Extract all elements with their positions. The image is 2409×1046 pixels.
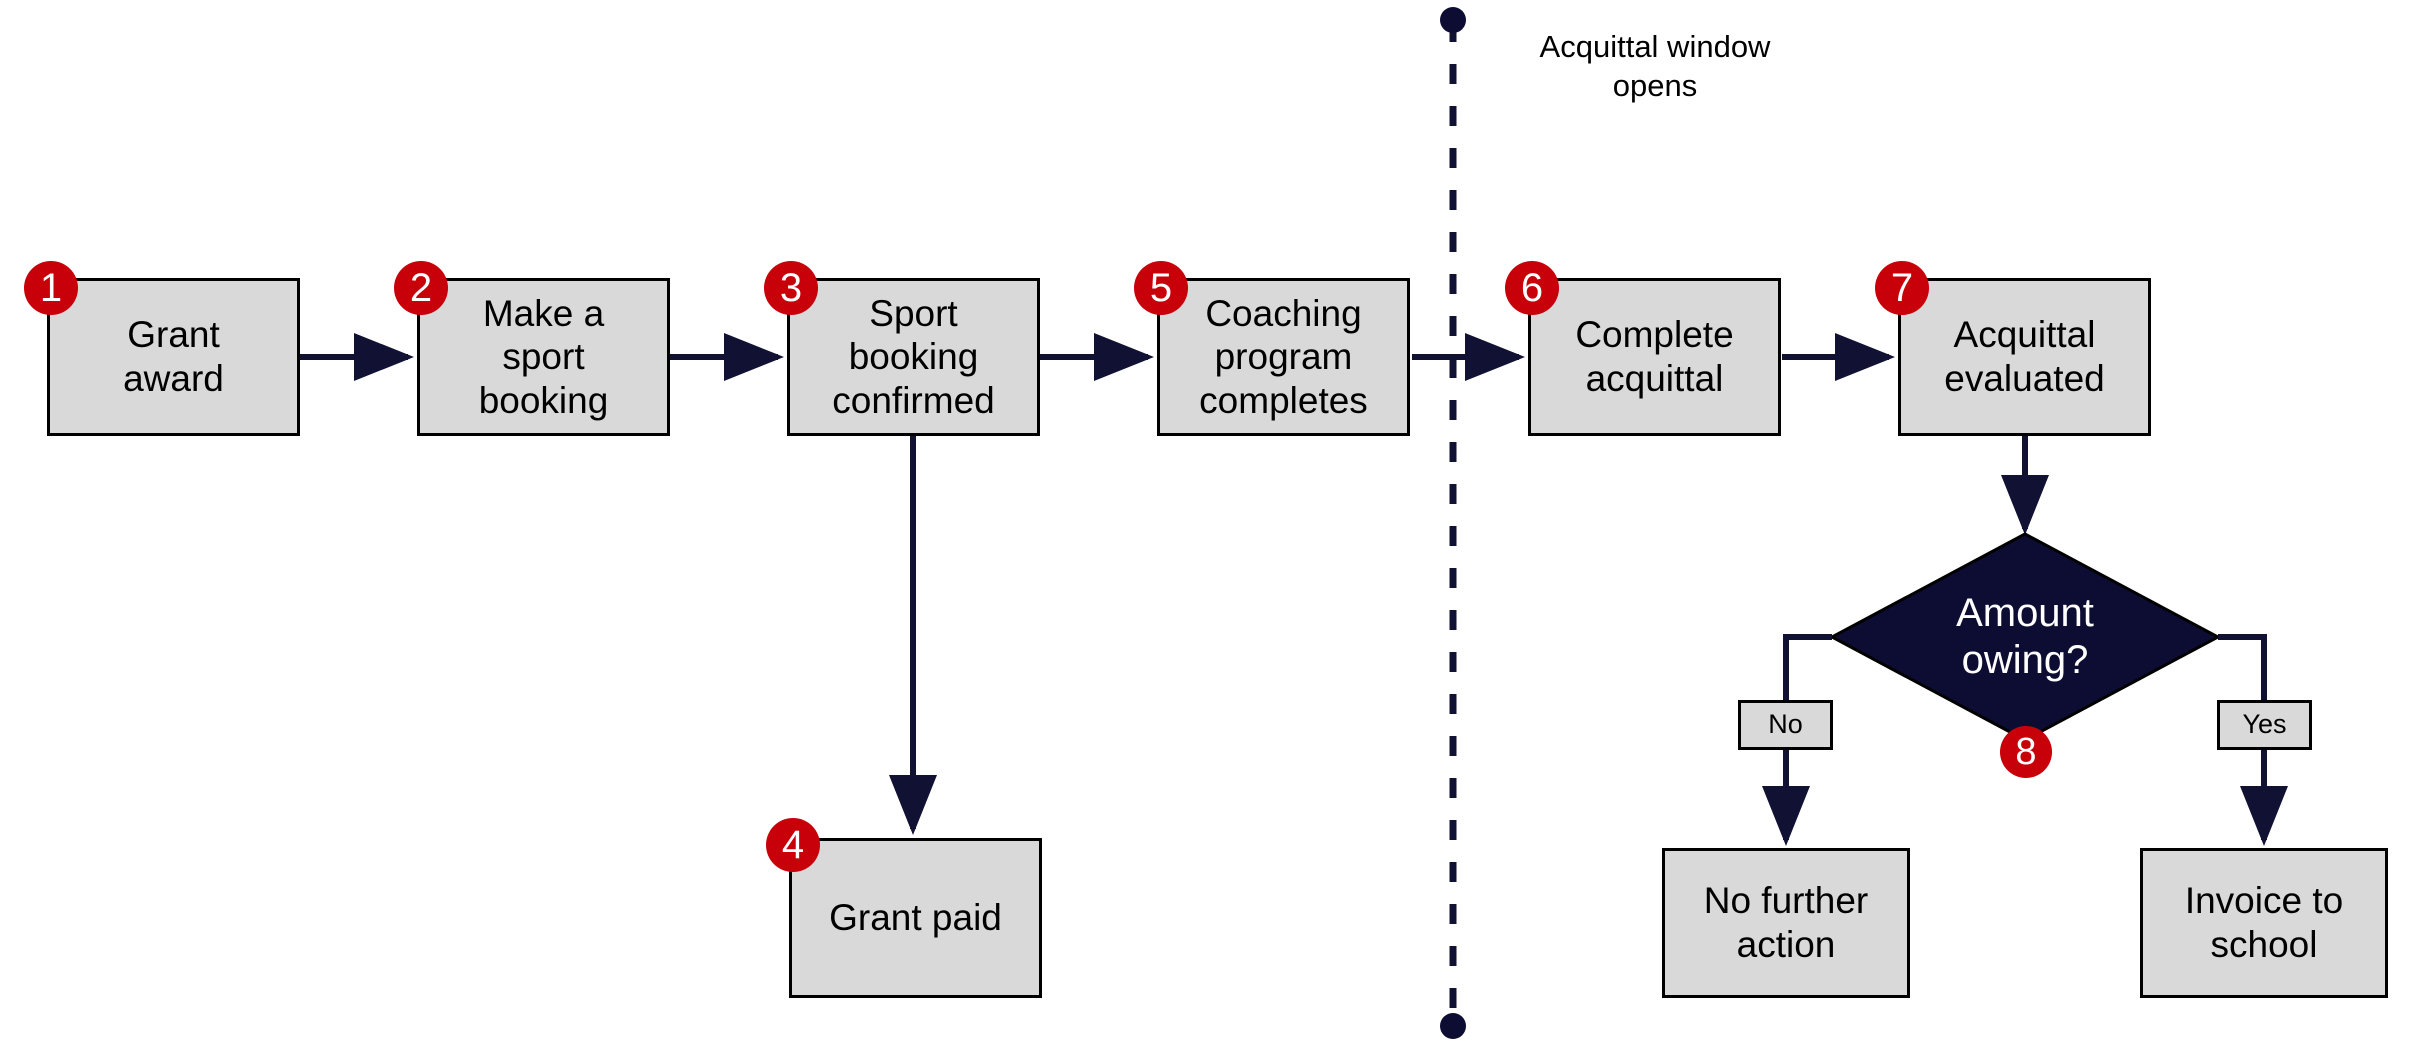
badge-1: 1 [24,261,78,315]
branch-label-yes: Yes [2217,700,2312,750]
branch-label-no: No [1738,700,1833,750]
divider-bottom-dot [1440,1013,1466,1039]
node-make-a-sport-booking[interactable]: Make a sport booking [417,278,670,436]
badge-6: 6 [1505,261,1559,315]
node-invoice-to-school[interactable]: Invoice to school [2140,848,2388,998]
node-grant-award[interactable]: Grant award [47,278,300,436]
badge-5: 5 [1134,261,1188,315]
node-grant-paid[interactable]: Grant paid [789,838,1042,998]
branch-yes-connector [2218,634,2288,846]
badge-7: 7 [1875,261,1929,315]
badge-2: 2 [394,261,448,315]
decision-diamond [1828,532,2222,742]
divider-top-dot [1440,7,1466,33]
node-no-further-action[interactable]: No further action [1662,848,1910,998]
badge-8: 8 [2000,726,2052,778]
branch-no-connector [1762,634,1832,846]
badge-3: 3 [764,261,818,315]
node-acquittal-evaluated[interactable]: Acquittal evaluated [1898,278,2151,436]
acquittal-window-opens-annotation: Acquittal window opens [1539,29,1771,103]
node-sport-booking-confirmed[interactable]: Sport booking confirmed [787,278,1040,436]
node-coaching-program-completes[interactable]: Coaching program completes [1157,278,1410,436]
node-complete-acquittal[interactable]: Complete acquittal [1528,278,1781,436]
badge-4: 4 [766,818,820,872]
